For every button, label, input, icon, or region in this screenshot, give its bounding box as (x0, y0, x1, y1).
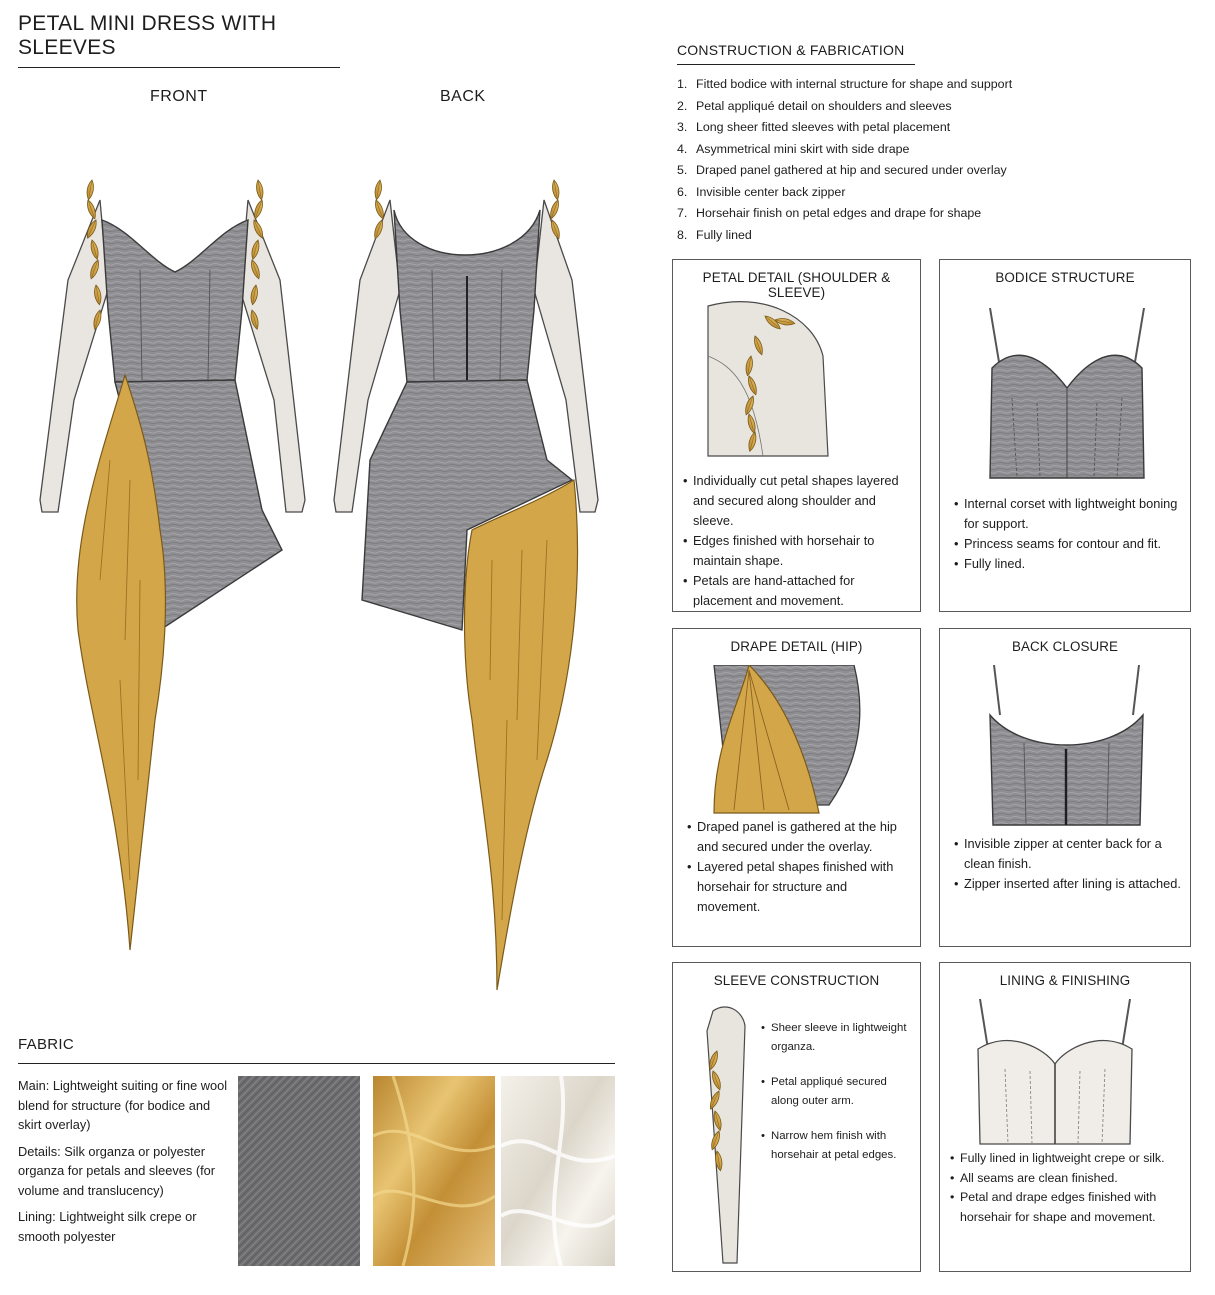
panel-title: DRAPE DETAIL (HIP) (730, 639, 863, 654)
bullet-item: Layered petal shapes finished with horse… (687, 857, 913, 917)
lining-illustration (977, 999, 1133, 1145)
fabric-divider (18, 1063, 615, 1064)
swatch-gold-organza (373, 1076, 495, 1266)
fabric-note-main: Main: Lightweight suiting or fine wool b… (18, 1078, 228, 1132)
front-dress-illustration (39, 179, 306, 951)
swatch-wool (238, 1076, 360, 1266)
construction-item: 6.Invisible center back zipper (677, 184, 846, 199)
fabric-title: FABRIC (18, 1036, 74, 1053)
construction-item: 3.Long sheer fitted sleeves with petal p… (677, 120, 951, 134)
bodice-structure-panel: BODICE STRUCTURE Internal corset with li… (939, 259, 1191, 612)
bullet-item: Princess seams for contour and fit. (954, 534, 1182, 554)
bullet-item: Fully lined in lightweight crepe or silk… (950, 1149, 1185, 1169)
bullet-item: Internal corset with lightweight boning … (954, 494, 1182, 534)
construction-item: 8.Fully lined (677, 227, 752, 242)
lining-bullets: Fully lined in lightweight crepe or silk… (950, 1149, 1185, 1227)
sleeve-bullets: Sheer sleeve in lightweight organza. Pet… (761, 1019, 913, 1181)
bullet-item: Invisible zipper at center back for a cl… (954, 834, 1182, 874)
sleeve-illustration (706, 1006, 746, 1264)
panel-title: BACK CLOSURE (1011, 639, 1119, 654)
sleeve-construction-panel: SLEEVE CONSTRUCTION Sheer sleeve in ligh… (672, 962, 921, 1272)
petal-detail-bullets: Individually cut petal shapes layered an… (683, 471, 911, 611)
panel-title: BODICE STRUCTURE (995, 270, 1135, 285)
page-title: PETAL MINI DRESS WITH SLEEVES (18, 12, 340, 68)
drape-detail-panel: DRAPE DETAIL (HIP) Draped panel is gathe… (672, 628, 921, 947)
drape-illustration (713, 665, 861, 814)
back-closure-bullets: Invisible zipper at center back for a cl… (954, 834, 1182, 894)
bullet-item: Draped panel is gathered at the hip and … (687, 817, 913, 857)
panel-title: PETAL DETAIL (SHOULDER & SLEEVE) (702, 270, 891, 300)
construction-item: 2.Petal appliqué detail on shoulders and… (677, 98, 952, 113)
back-closure-illustration (989, 665, 1144, 826)
bullet-item: Zipper inserted after lining is attached… (954, 874, 1182, 894)
petal-detail-illustration (707, 301, 829, 457)
construction-list: 1.Fitted bodice with internal structure … (677, 76, 1012, 248)
construction-title: CONSTRUCTION & FABRICATION (677, 42, 915, 65)
construction-item: 5.Draped panel gathered at hip and secur… (677, 163, 1007, 177)
front-view-label: FRONT (150, 88, 208, 105)
construction-item: 1.Fitted bodice with internal structure … (677, 77, 1013, 91)
panel-title: LINING & FINISHING (999, 973, 1131, 988)
lining-finishing-panel: LINING & FINISHING Fully lined in lightw… (939, 962, 1191, 1272)
drape-bullets: Draped panel is gathered at the hip and … (687, 817, 913, 917)
bullet-item: Narrow hem finish with horsehair at peta… (761, 1127, 913, 1165)
bullet-item: Petal appliqué secured along outer arm. (761, 1073, 913, 1111)
bodice-illustration (989, 308, 1145, 479)
swatch-ivory-silk (501, 1076, 617, 1266)
bullet-item: Petals are hand-attached for placement a… (683, 571, 911, 611)
bullet-item: Fully lined. (954, 554, 1182, 574)
back-closure-panel: BACK CLOSURE Invisible zipper at center … (939, 628, 1191, 947)
petal-detail-panel: PETAL DETAIL (SHOULDER & SLEEVE) Individ… (672, 259, 921, 612)
bullet-item: Sheer sleeve in lightweight organza. (761, 1019, 913, 1057)
back-view-label: BACK (440, 88, 486, 105)
back-dress-illustration (333, 179, 599, 991)
construction-item: 7.Horsehair finish on petal edges and dr… (677, 206, 982, 220)
bullet-item: Individually cut petal shapes layered an… (683, 471, 911, 531)
fabric-note-details: Details: Silk organza or polyester organ… (18, 1143, 216, 1198)
panel-title: SLEEVE CONSTRUCTION (713, 973, 880, 988)
bullet-item: Edges finished with horsehair to maintai… (683, 531, 911, 571)
bullet-item: Petal and drape edges finished with hors… (950, 1188, 1185, 1227)
fabric-notes: Main: Lightweight suiting or fine wool b… (18, 1076, 230, 1253)
bullet-item: All seams are clean finished. (950, 1169, 1185, 1189)
bodice-bullets: Internal corset with lightweight boning … (954, 494, 1182, 574)
fabric-note-lining: Lining: Lightweight silk crepe or smooth… (18, 1209, 197, 1244)
construction-item: 4.Asymmetrical mini skirt with side drap… (677, 141, 910, 156)
